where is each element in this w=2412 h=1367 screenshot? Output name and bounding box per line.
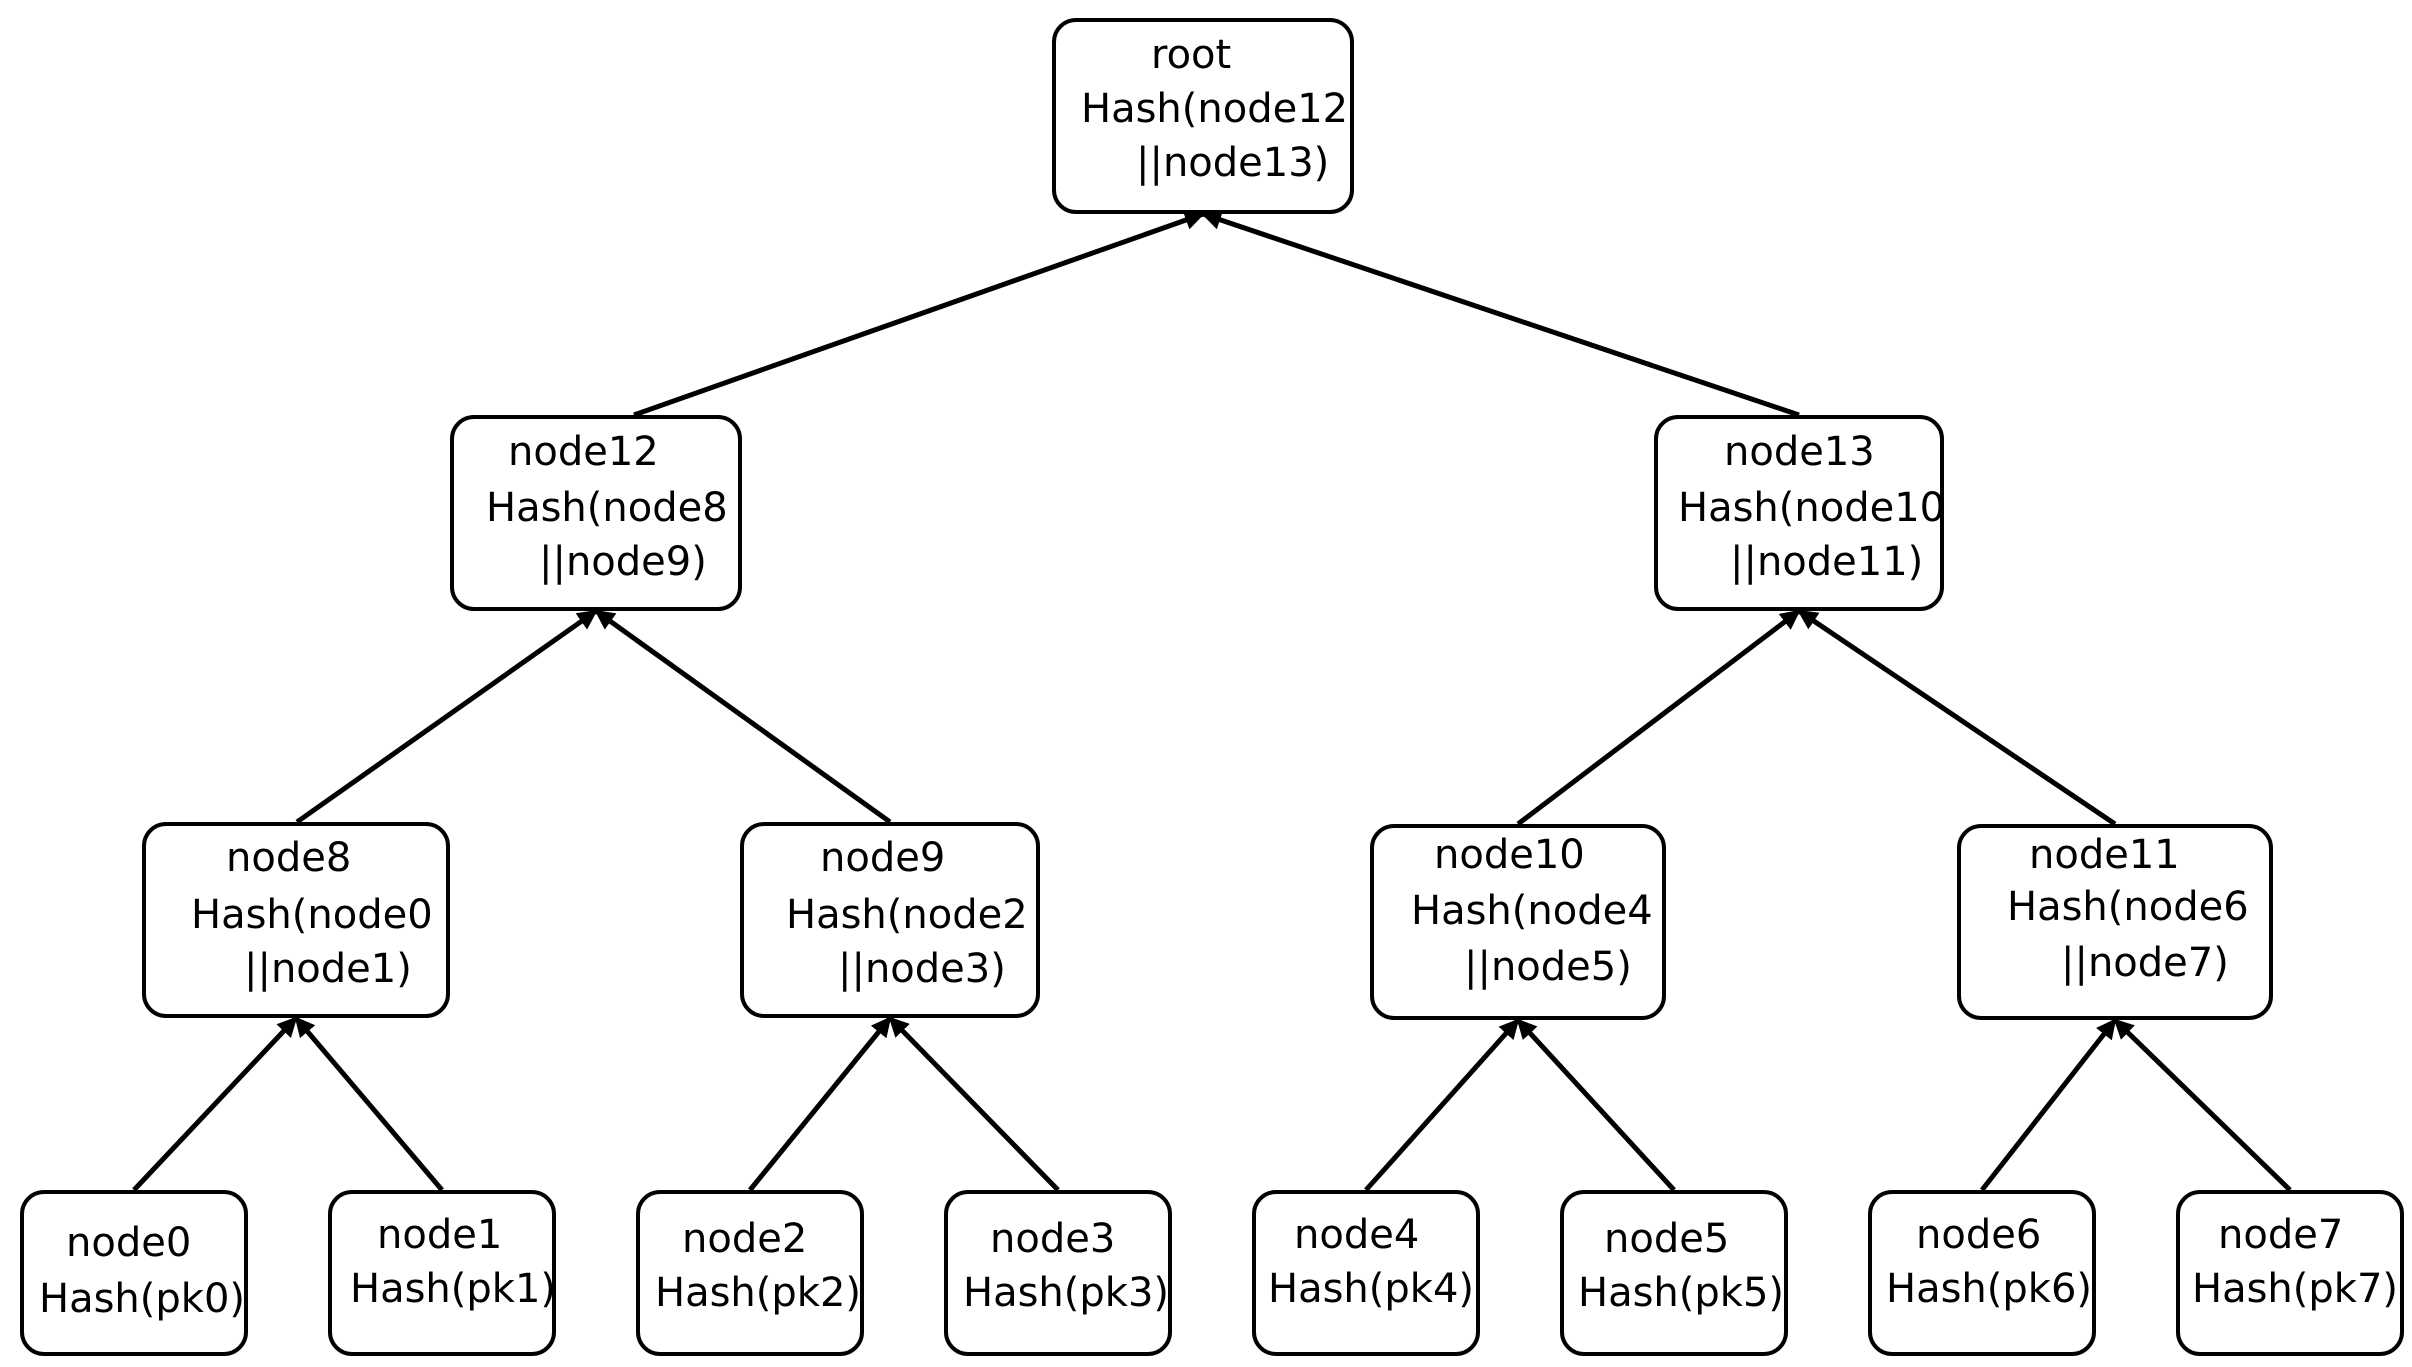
node-name: node7 [2218, 1212, 2344, 1258]
node-name: node6 [1916, 1212, 2042, 1258]
node-node1: node1 Hash(pk1) [328, 1190, 556, 1356]
node-name: node5 [1604, 1216, 1730, 1262]
node-hash: Hash(node8 [486, 485, 728, 531]
node-hash: Hash(pk3) [963, 1270, 1169, 1316]
edge-node11-to-node13 [1797, 608, 2117, 827]
edge-node6-to-node11 [1980, 1018, 2117, 1192]
node-name: node12 [508, 429, 659, 475]
node-hash: Hash(node12 [1081, 86, 1349, 132]
node-node10: node10 Hash(node4 ||node5) [1370, 824, 1666, 1020]
node-concat: ||node9) [539, 539, 707, 585]
node-node4: node4 Hash(pk4) [1252, 1190, 1480, 1356]
node-hash: Hash(pk6) [1886, 1266, 2092, 1312]
node-concat: ||node13) [1136, 140, 1330, 186]
node-hash: Hash(node6 [2007, 884, 2249, 930]
node-name: node1 [377, 1212, 503, 1258]
edge-node1-to-node8 [294, 1016, 444, 1192]
edge-node12-to-root [633, 210, 1205, 418]
node-hash: Hash(node2 [786, 892, 1028, 938]
node-node5: node5 Hash(pk5) [1560, 1190, 1788, 1356]
node-hash: Hash(node4 [1411, 888, 1653, 934]
node-name: node2 [682, 1216, 808, 1262]
node-name: node4 [1294, 1212, 1420, 1258]
edge-node0-to-node8 [132, 1016, 298, 1192]
node-root: root Hash(node12 ||node13) [1052, 18, 1354, 214]
node-node12: node12 Hash(node8 ||node9) [450, 415, 742, 611]
node-name: node8 [226, 835, 352, 881]
edge-node7-to-node11 [2113, 1018, 2292, 1192]
node-hash: Hash(node10 [1678, 485, 1946, 531]
edge-node5-to-node10 [1516, 1018, 1676, 1192]
edge-node10-to-node13 [1516, 609, 1801, 826]
node-node0: node0 Hash(pk0) [20, 1190, 248, 1356]
node-node13: node13 Hash(node10 ||node11) [1654, 415, 1946, 611]
edge-node4-to-node10 [1364, 1018, 1520, 1192]
node-hash: Hash(pk2) [655, 1270, 861, 1316]
node-name: node13 [1724, 429, 1875, 475]
node-concat: ||node5) [1464, 944, 1632, 990]
edge-node9-to-node12 [594, 608, 892, 825]
node-node7: node7 Hash(pk7) [2176, 1190, 2404, 1356]
node-name: node9 [820, 835, 946, 881]
node-concat: ||node3) [838, 946, 1006, 992]
edge-node8-to-node12 [295, 608, 598, 825]
node-hash: Hash(pk5) [1578, 1270, 1784, 1316]
node-node9: node9 Hash(node2 ||node3) [740, 822, 1040, 1018]
edge-node3-to-node9 [888, 1016, 1060, 1192]
node-hash: Hash(pk7) [2192, 1266, 2398, 1312]
node-concat: ||node7) [2061, 940, 2229, 986]
node-name: node3 [990, 1216, 1116, 1262]
node-node11: node11 Hash(node6 ||node7) [1957, 824, 2273, 1020]
node-name: root [1151, 32, 1232, 78]
edge-node13-to-root [1201, 210, 1800, 418]
node-node3: node3 Hash(pk3) [944, 1190, 1172, 1356]
node-hash: Hash(pk1) [350, 1266, 556, 1312]
node-name: node11 [2029, 832, 2180, 878]
node-name: node10 [1434, 832, 1585, 878]
node-name: node0 [66, 1220, 192, 1266]
node-node6: node6 Hash(pk6) [1868, 1190, 2096, 1356]
node-node2: node2 Hash(pk2) [636, 1190, 864, 1356]
node-concat: ||node1) [244, 946, 412, 992]
edge-node2-to-node9 [748, 1016, 892, 1192]
node-hash: Hash(pk0) [39, 1276, 245, 1322]
node-concat: ||node11) [1730, 539, 1924, 585]
node-node8: node8 Hash(node0 ||node1) [142, 822, 450, 1018]
node-hash: Hash(node0 [191, 892, 433, 938]
node-hash: Hash(pk4) [1268, 1266, 1474, 1312]
